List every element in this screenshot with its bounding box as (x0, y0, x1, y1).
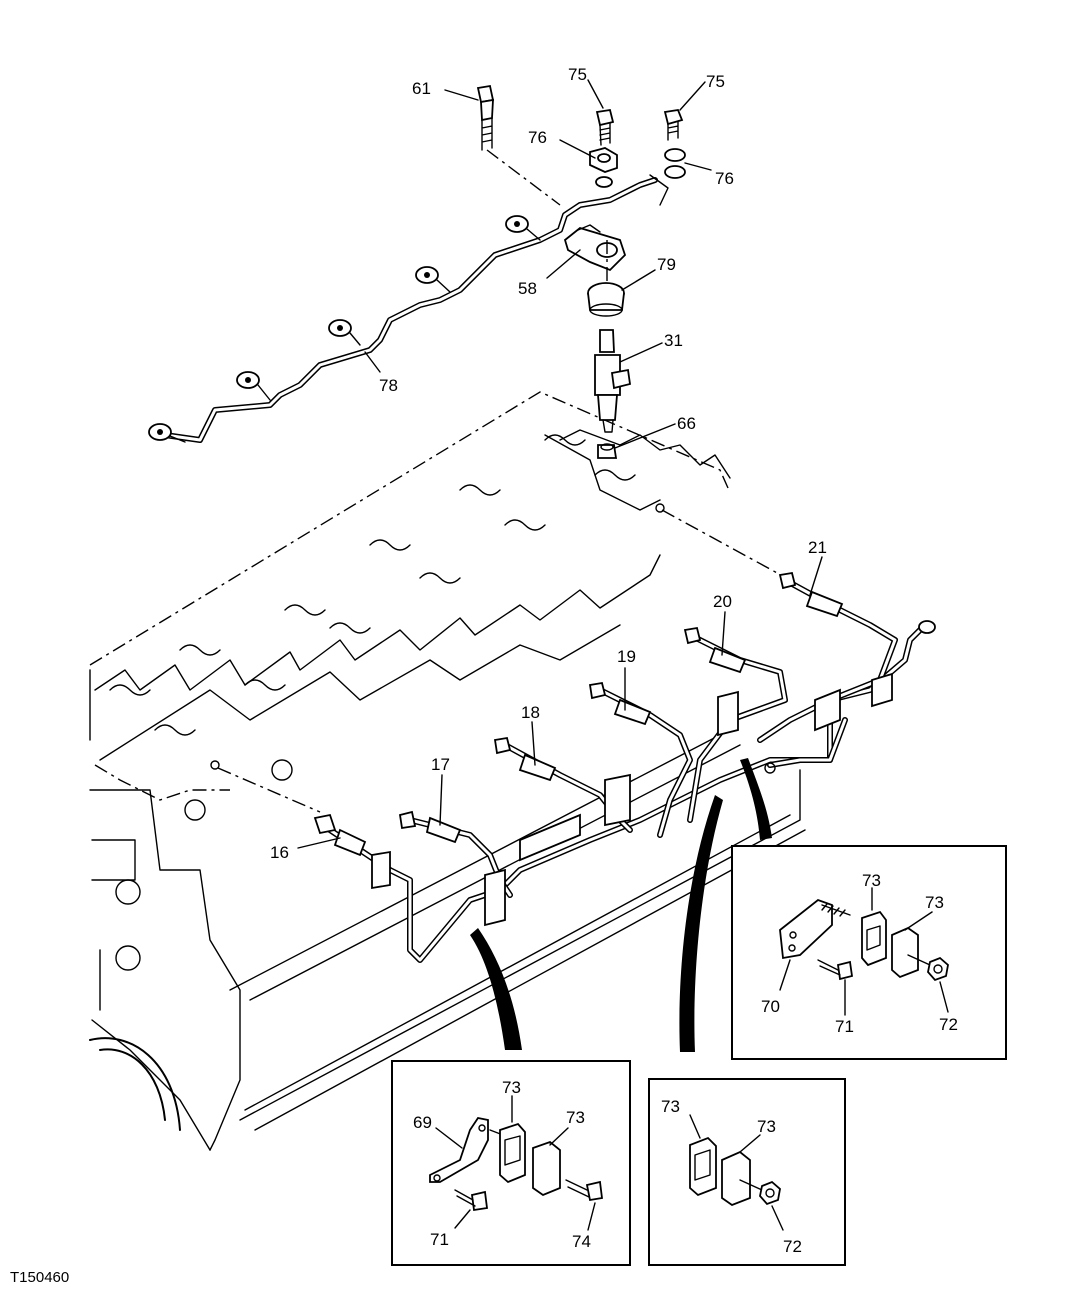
leak-off-line (148, 174, 669, 443)
callout-20: 20 (713, 592, 732, 611)
injector-clamp (563, 224, 627, 272)
clamp-half-73-d (532, 1140, 561, 1197)
callout-21: 21 (808, 538, 827, 557)
callout-labels: 61 75 75 76 76 58 79 31 78 66 21 20 19 1… (270, 65, 827, 862)
connector-61 (476, 84, 561, 206)
leader-lines (297, 79, 823, 849)
callout-19: 19 (617, 647, 636, 666)
callout-71-left: 71 (430, 1230, 449, 1249)
callout-75-left: 75 (568, 65, 587, 84)
figure-id: T150460 (10, 1269, 69, 1286)
callout-73-left-b: 73 (566, 1108, 585, 1127)
callout-73-right-a: 73 (862, 871, 881, 890)
callout-72-mid: 72 (783, 1237, 802, 1256)
nut-72-right (927, 956, 949, 982)
callout-75-right: 75 (706, 72, 725, 91)
detail-box-left: 69 73 73 71 74 (391, 1060, 631, 1266)
bolt-75-right (663, 109, 684, 141)
washer-76-left (589, 147, 618, 188)
callout-58: 58 (518, 279, 537, 298)
detail-box-right: 73 73 70 71 72 (731, 845, 1007, 1060)
nut-72-middle (759, 1180, 781, 1206)
callout-73-right-b: 73 (925, 893, 944, 912)
bolt-74 (565, 1179, 604, 1202)
nut-66 (597, 443, 618, 459)
callout-79: 79 (657, 255, 676, 274)
callout-71-right: 71 (835, 1017, 854, 1036)
bolt-71-right (817, 959, 854, 981)
callout-69: 69 (413, 1113, 432, 1132)
bolt-75-left (595, 108, 615, 146)
bolt-71-left (454, 1189, 489, 1212)
callout-76-left: 76 (528, 128, 547, 147)
callout-66: 66 (677, 414, 696, 433)
callout-70: 70 (761, 997, 780, 1016)
callout-61: 61 (412, 79, 431, 98)
detail-box-middle: 73 73 72 (648, 1078, 846, 1266)
detail-pointers (470, 758, 772, 1052)
seal-79 (587, 282, 625, 317)
injector-31 (594, 329, 632, 433)
clamp-half-73-e (689, 1136, 717, 1197)
fuel-lines (313, 571, 936, 963)
callout-78: 78 (379, 376, 398, 395)
callout-17: 17 (431, 755, 450, 774)
callout-31: 31 (664, 331, 683, 350)
callout-76-right: 76 (715, 169, 734, 188)
callout-18: 18 (521, 703, 540, 722)
callout-73-mid-b: 73 (757, 1117, 776, 1136)
clamp-half-73-a (861, 910, 887, 967)
callout-72-right: 72 (939, 1015, 958, 1034)
callout-16: 16 (270, 843, 289, 862)
washer-76-right (664, 148, 686, 179)
bracket-70 (779, 898, 833, 960)
callout-73-mid-a: 73 (661, 1097, 680, 1116)
callout-74: 74 (572, 1232, 591, 1251)
clamp-half-73-b (891, 926, 919, 979)
clamp-half-73-c (499, 1122, 526, 1184)
callout-73-left-a: 73 (502, 1078, 521, 1097)
bracket-69 (429, 1116, 489, 1183)
clamp-half-73-f (721, 1150, 751, 1207)
